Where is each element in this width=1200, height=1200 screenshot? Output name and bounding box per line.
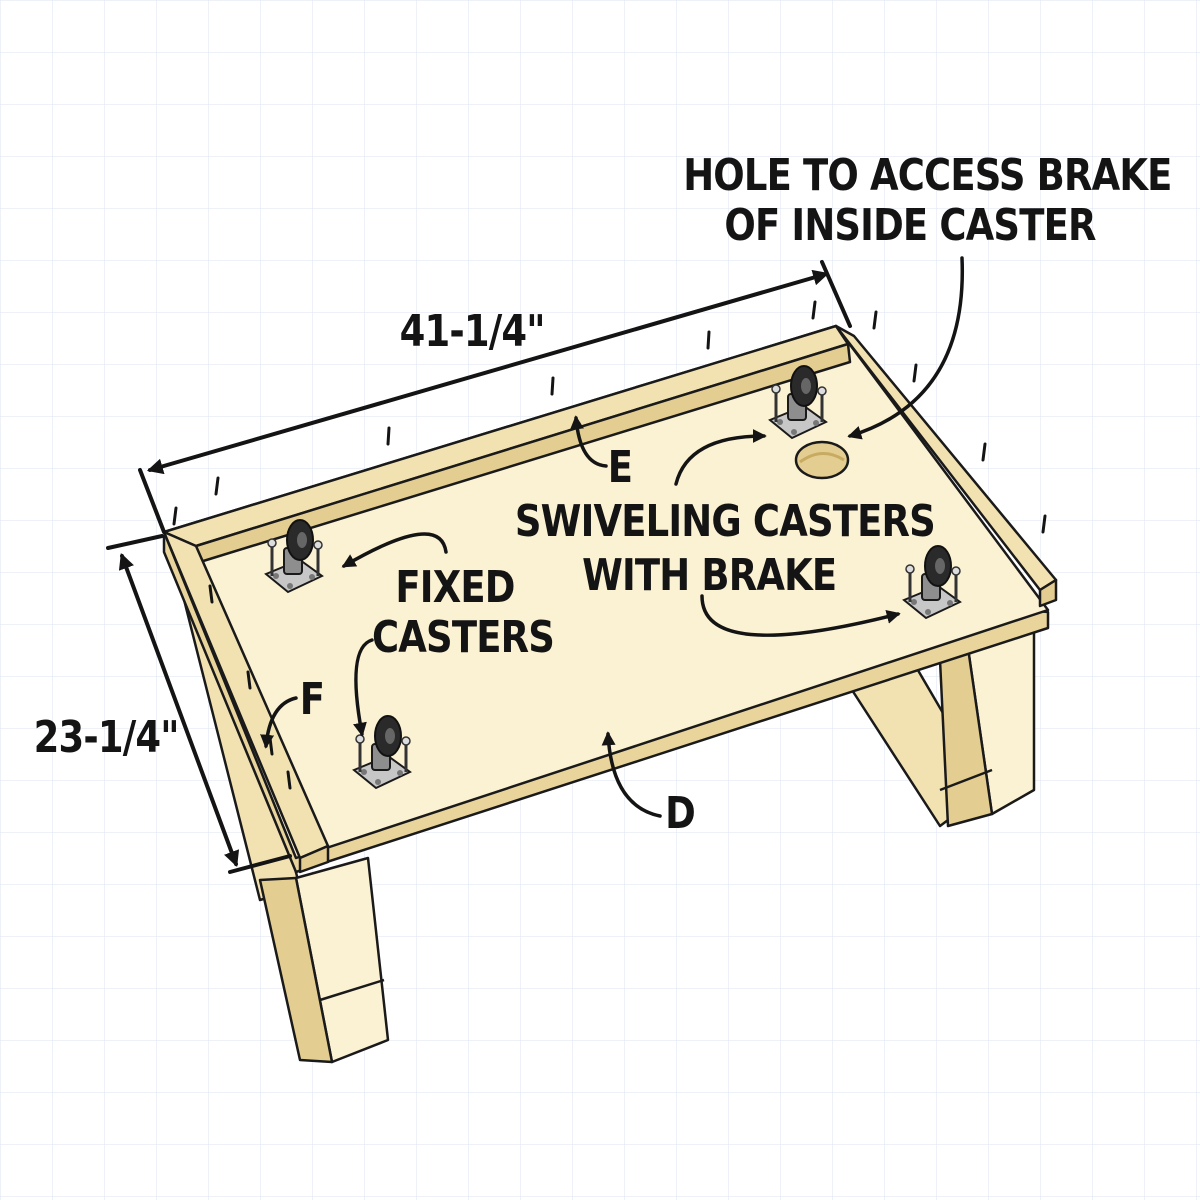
part-f-label: F [299, 674, 325, 725]
dimension-width [106, 534, 292, 874]
callout-arrows [260, 256, 965, 818]
right-leg-frame [850, 610, 1036, 828]
dimension-length [138, 260, 852, 534]
width-dimension-label: 23-1/4" [33, 712, 180, 763]
fixed-callout-line1: FIXED [395, 562, 515, 613]
hole-arrow [847, 256, 965, 440]
swivel-arrow-front [700, 594, 901, 637]
swivel-arrow-rear [674, 429, 767, 486]
swivel-callout-line2: WITH BRAKE [582, 550, 837, 601]
part-d-label: D [665, 788, 696, 839]
length-dimension-label: 41-1/4" [399, 306, 546, 357]
hole-callout-line2: OF INSIDE CASTER [724, 200, 1096, 251]
fixed-arrow-front [353, 638, 374, 737]
swivel-callout-line1: SWIVELING CASTERS [514, 496, 936, 547]
fixed-arrow-rear [341, 532, 448, 568]
hole-callout-line1: HOLE TO ACCESS BRAKE [683, 150, 1172, 201]
e-arrow [569, 415, 608, 468]
part-e-label: E [607, 442, 633, 493]
d-arrow [601, 731, 662, 818]
f-arrow [260, 696, 298, 749]
fixed-callout-line2: CASTERS [372, 612, 555, 663]
rail-right-end [834, 324, 1058, 608]
